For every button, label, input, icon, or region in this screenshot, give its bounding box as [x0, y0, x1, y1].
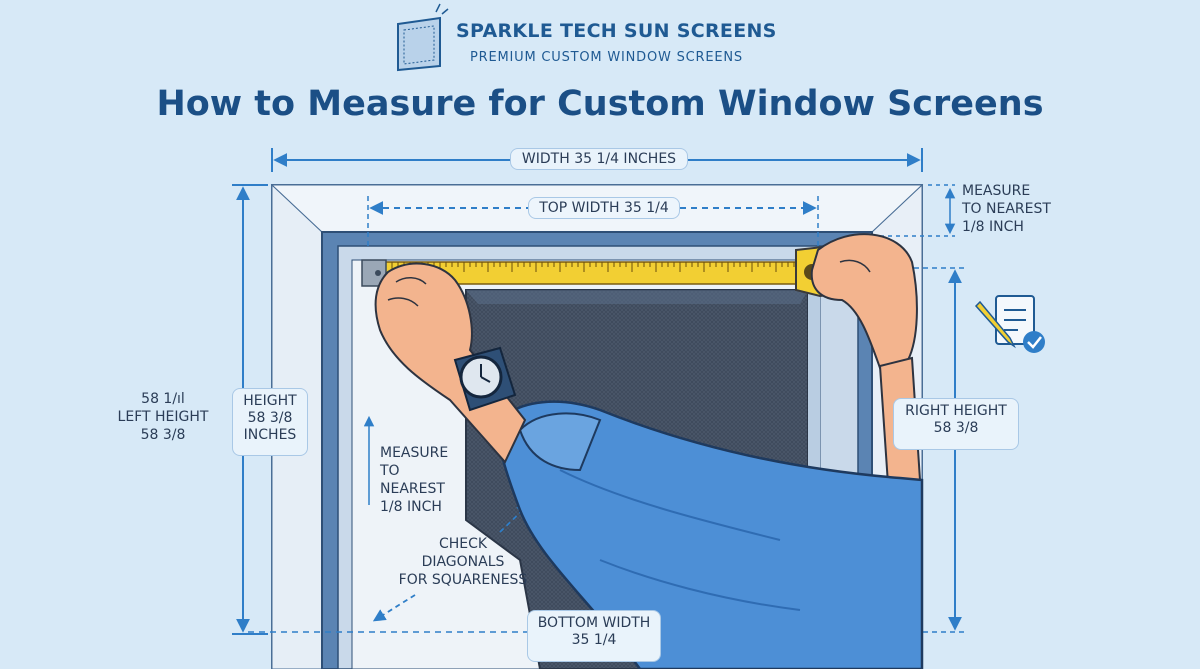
wristwatch-icon: [453, 346, 517, 412]
bottom-width-label: BOTTOM WIDTH 35 1/4: [527, 610, 661, 662]
width-label: WIDTH 35 1/4 INCHES: [510, 148, 688, 170]
window-screen-logo-icon: [397, 3, 449, 72]
top-width-label: TOP WIDTH 35 1/4: [528, 197, 680, 219]
checklist-pencil-icon: [974, 295, 1045, 353]
brand-tagline: PREMIUM CUSTOM WINDOW SCREENS: [470, 50, 743, 65]
page-title: How to Measure for Custom Window Screens: [156, 84, 1044, 124]
right-height-label: RIGHT HEIGHT 58 3/8: [893, 398, 1019, 450]
measure-top-label: MEASURE TO NEAREST 1/8 INCH: [962, 183, 1051, 235]
brand-header: SPARKLE TECH SUN SCREENS PREMIUM CUSTOM …: [398, 14, 818, 74]
brand-name: SPARKLE TECH SUN SCREENS: [456, 20, 777, 42]
right-height-dimension: [878, 267, 966, 633]
top-measure-callout: [872, 184, 956, 237]
measure-inner-label: MEASURE TO NEAREST 1/8 INCH: [380, 445, 449, 515]
diagonals-label: CHECK DIAGONALS FOR SQUARENESS: [398, 536, 528, 588]
height-label: HEIGHT 58 3/8 INCHES: [232, 388, 308, 456]
left-hand: [374, 262, 527, 464]
arm-sleeve: [497, 400, 924, 669]
left-height-label: 58 1/ıl LEFT HEIGHT 58 3/8: [117, 391, 209, 443]
diagonal-arrows: [372, 503, 530, 622]
